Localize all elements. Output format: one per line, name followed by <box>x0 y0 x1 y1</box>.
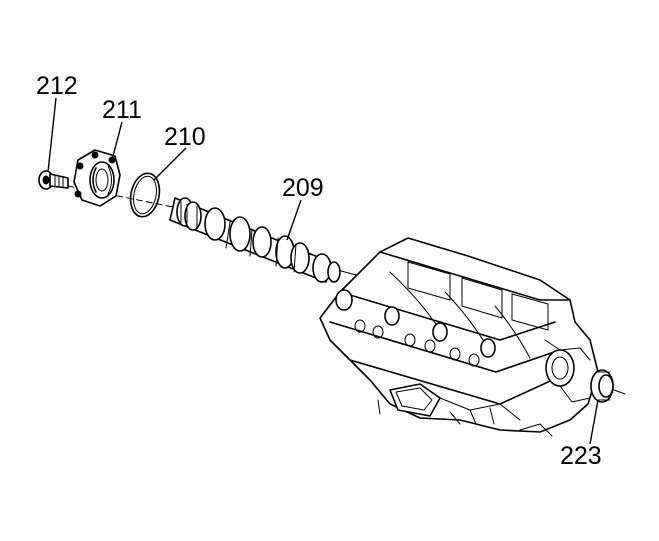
cylinder-head-part <box>319 237 599 437</box>
camshaft-part <box>169 197 341 283</box>
callout-210: 210 <box>164 123 206 151</box>
callout-209: 209 <box>282 174 324 202</box>
o-ring-part <box>129 172 161 218</box>
callout-211: 211 <box>102 96 142 124</box>
bolt-part <box>38 170 69 190</box>
seal-part <box>590 369 614 403</box>
leader-lines <box>47 97 599 445</box>
thrust-plate-part <box>73 149 121 207</box>
callout-223: 223 <box>560 442 602 470</box>
callout-212: 212 <box>36 72 78 100</box>
